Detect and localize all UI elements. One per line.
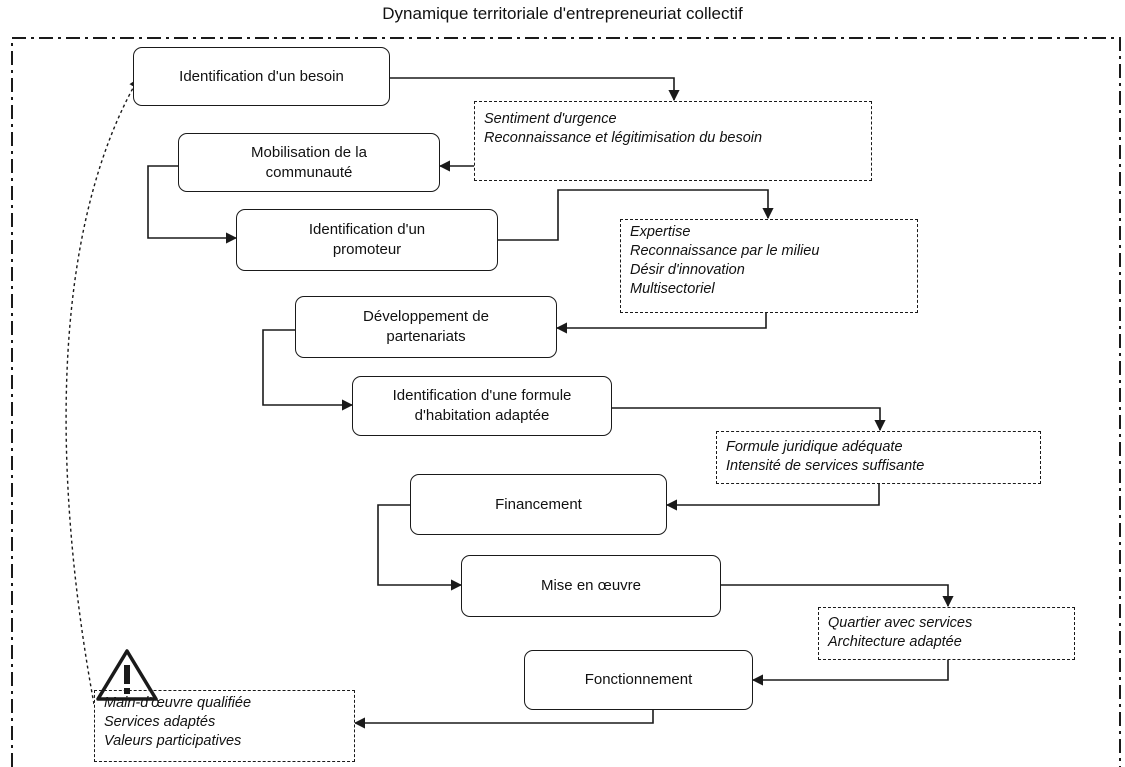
feedback-loop-arrow [65,78,139,705]
step-financement: Financement [410,474,667,535]
connector-formule-to-juridique [612,407,886,432]
connector-partenariats-to-formule [262,329,354,411]
connector-juridique-to-financement [665,484,880,511]
connector-mobilisation-to-promoteur [147,165,238,244]
condition-item: Expertise [630,224,691,240]
step-label: Financement [495,495,582,513]
connector-besoin-to-urgence [390,77,680,102]
step-mise-en-oeuvre: Mise en œuvre [461,555,721,617]
condition-item: Désir d'innovation [630,262,745,278]
step-mobilisation-communaute: Mobilisation de la communauté [178,133,440,192]
step-identification-promoteur: Identification d'un promoteur [236,209,498,271]
territory-boundary [11,37,1121,767]
step-label: Fonctionnement [584,671,693,688]
step-label: Développement de partenariats [363,308,489,345]
step-label: Identification d'un promoteur [308,221,426,258]
condition-item: Valeurs participatives [104,733,242,749]
condition-item: Intensité de services suffisante [726,458,925,474]
step-label: Mobilisation de la communauté [251,143,367,181]
step-label: Mise en œuvre [540,577,642,594]
condition-item: Reconnaissance et légitimisation du beso… [484,130,763,146]
condition-item: Sentiment d'urgence [484,111,617,127]
condition-item: Multisectoriel [630,281,715,297]
condition-item: Reconnaissance par le milieu [630,243,820,259]
connector-quartier-to-fonctionnement [751,660,949,686]
step-label: Identification d'un besoin [179,67,344,85]
connector-financement-to-miseenoeuvre [377,504,463,591]
connector-fonctionnement-to-maindoeuvre [353,710,654,729]
condition-item: Quartier avec services [828,615,973,631]
connector-promoteur-to-expertise [498,189,774,241]
condition-item: Architecture adaptée [828,634,962,650]
step-label: Identification d'une formule d'habitatio… [392,387,572,424]
condition-item: Formule juridique adéquate [726,439,903,455]
step-fonctionnement: Fonctionnement [524,650,753,710]
diagram-title: Dynamique territoriale d'entrepreneuriat… [382,4,743,23]
step-formule-habitation: Identification d'une formule d'habitatio… [352,376,612,436]
warning-triangle-icon [96,649,158,701]
condition-item: Services adaptés [104,714,216,730]
condition-note-quartier: Quartier avec services Architecture adap… [818,607,1075,660]
step-identification-besoin: Identification d'un besoin [133,47,390,106]
connector-expertise-to-partenariats [555,313,767,334]
connector-miseenoeuvre-to-quartier [721,584,954,608]
condition-note-juridique: Formule juridique adéquate Intensité de … [716,431,1041,484]
condition-note-expertise: Expertise Reconnaissance par le milieu D… [620,219,918,313]
step-developpement-partenariats: Développement de partenariats [295,296,557,358]
condition-note-urgence: Sentiment d'urgence Reconnaissance et lé… [474,101,872,181]
